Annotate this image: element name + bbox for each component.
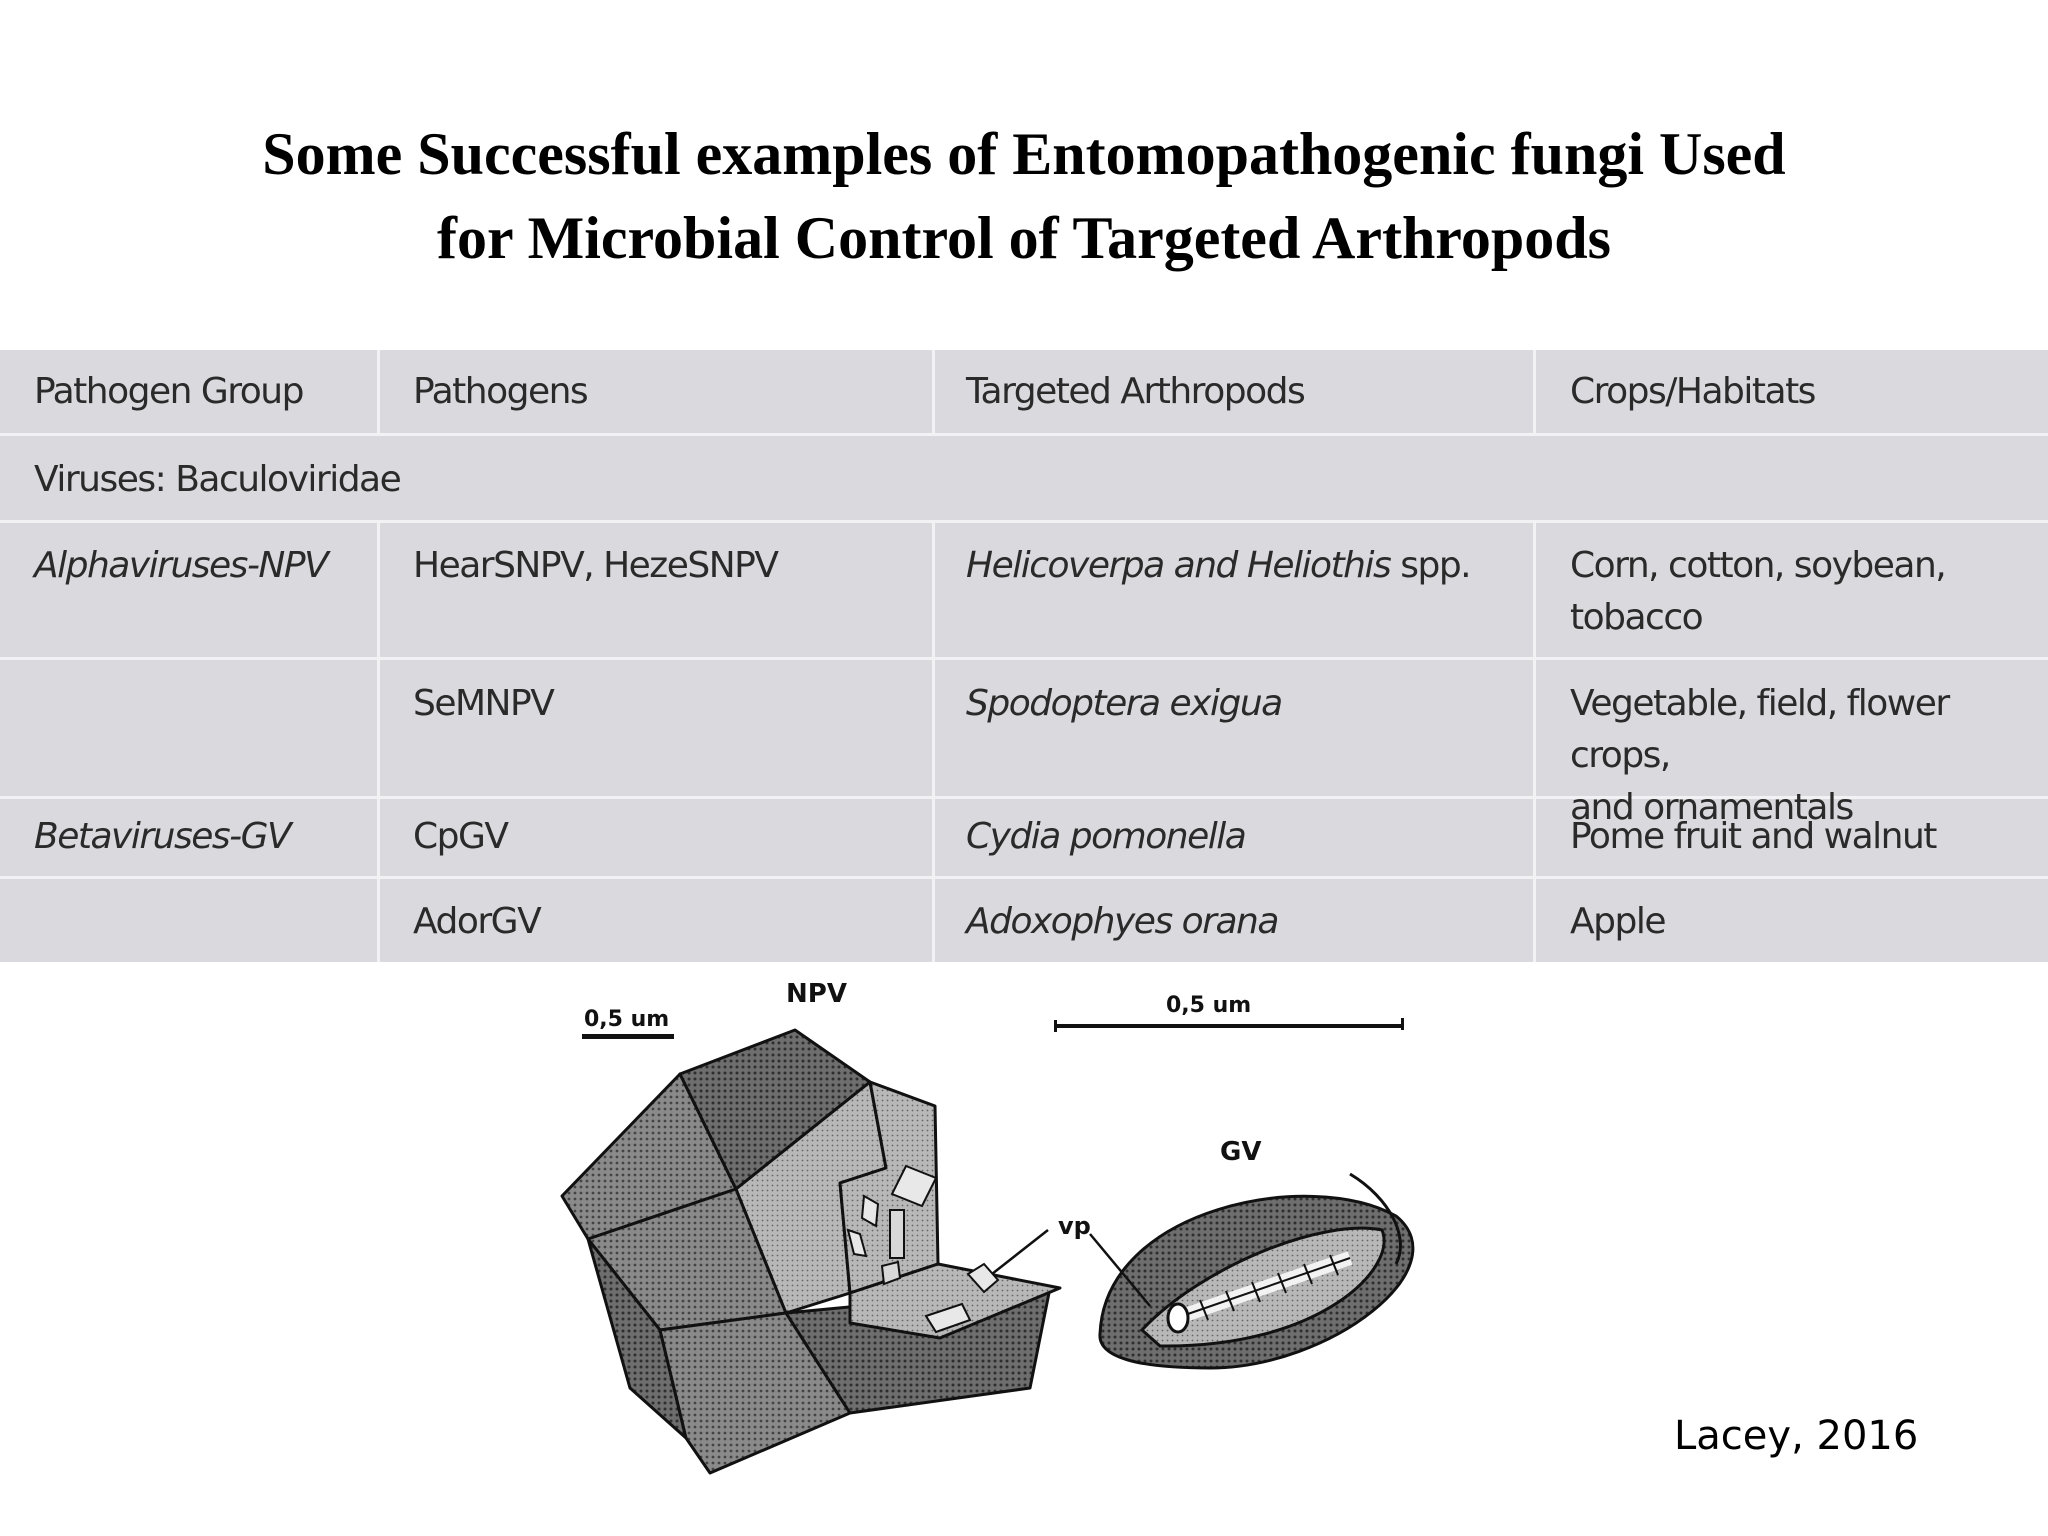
arthropod-species-name: Adoxophyes orana <box>966 901 1279 942</box>
virus-diagram: 0,5 um NPV 0,5 um GV vp <box>560 979 1415 1475</box>
table-cell-group: Betaviruses-GV <box>34 816 292 857</box>
vp-pointer <box>991 1229 1151 1307</box>
npv-label: NPV <box>786 979 847 1009</box>
table-cell-pathogens: HearSNPV, HezeSNPV <box>413 545 779 586</box>
column-divider <box>1533 350 1536 433</box>
table-cell-crops: Pome fruit and walnut <box>1570 816 1937 857</box>
row-divider <box>0 520 2048 523</box>
column-divider <box>377 350 380 433</box>
slide-title: Some Successful examples of Entomopathog… <box>0 112 2048 280</box>
scale-label-left: 0,5 um <box>584 1007 669 1032</box>
column-divider <box>1533 520 1536 962</box>
table-cell-arthropods: Adoxophyes orana <box>966 896 1279 948</box>
slide-title-line-1: Some Successful examples of Entomopathog… <box>262 121 1786 187</box>
npv-polyhedron <box>560 1028 1062 1475</box>
column-header-targeted-arthropods: Targeted Arthropods <box>966 371 1306 412</box>
scale-bar-right-tick <box>1054 1020 1057 1032</box>
crops-line-2: and ornamentals <box>1570 787 1854 828</box>
slide-title-line-2: for Microbial Control of Targeted Arthro… <box>437 205 1611 271</box>
table-cell-arthropods: Spodoptera exigua <box>966 678 1283 730</box>
table-group-row: Viruses: Baculoviridae <box>34 459 402 500</box>
arthropod-species-name: Cydia pomonella <box>966 816 1247 857</box>
table-cell-pathogens: CpGV <box>413 816 509 857</box>
row-divider <box>0 657 2048 660</box>
arthropod-species-suffix: spp. <box>1390 545 1471 586</box>
citation: Lacey, 2016 <box>1674 1413 1919 1459</box>
scale-label-right: 0,5 um <box>1166 993 1251 1018</box>
arthropod-species-name: Spodoptera exigua <box>966 683 1283 724</box>
column-header-pathogen-group: Pathogen Group <box>34 371 304 412</box>
row-divider <box>0 876 2048 879</box>
row-divider <box>0 433 2048 436</box>
scale-bar-right-tick <box>1401 1018 1404 1030</box>
scale-bar-right <box>1054 1024 1404 1028</box>
table-cell-pathogens: SeMNPV <box>413 683 555 724</box>
column-divider <box>377 520 380 962</box>
table-cell-group: Alphaviruses-NPV <box>34 545 329 586</box>
gv-label: GV <box>1220 1137 1261 1167</box>
table-cell-crops: Corn, cotton, soybean, tobacco <box>1570 540 1947 644</box>
virus-illustration: 0,5 um NPV 0,5 um GV vp <box>560 968 1460 1508</box>
column-divider <box>932 350 935 433</box>
crops-line-1: Corn, cotton, soybean, <box>1570 545 1947 586</box>
column-header-pathogens: Pathogens <box>413 371 589 412</box>
table-cell-pathogens: AdorGV <box>413 901 542 942</box>
column-divider <box>932 520 935 962</box>
table-cell-crops: Apple <box>1570 901 1666 942</box>
table-cell-crops: Vegetable, field, flower crops, and orna… <box>1570 678 2048 834</box>
column-header-crops-habitats: Crops/Habitats <box>1570 371 1816 412</box>
table-cell-arthropods: Helicoverpa and Heliothis spp. <box>966 540 1472 592</box>
crops-line-2: tobacco <box>1570 597 1704 638</box>
crops-line-1: Vegetable, field, flower crops, <box>1570 683 1950 776</box>
scale-bar-left <box>582 1034 674 1039</box>
vp-label: vp <box>1058 1212 1091 1240</box>
pathogen-table: Pathogen Group Pathogens Targeted Arthro… <box>0 350 2048 962</box>
gv-capsule <box>1098 1172 1415 1370</box>
table-cell-arthropods: Cydia pomonella <box>966 811 1247 863</box>
row-divider <box>0 796 2048 799</box>
arthropod-species-name: Helicoverpa and Heliothis <box>966 545 1392 586</box>
npv-virions <box>846 1164 1000 1334</box>
